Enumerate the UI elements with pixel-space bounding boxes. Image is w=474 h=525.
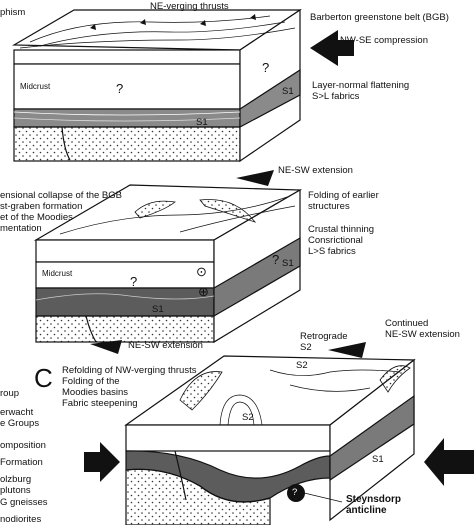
panel-a-compression-label: NW-SE compression bbox=[340, 35, 428, 46]
legend-item: G gneisses bbox=[0, 497, 48, 508]
panel-a-midcrust-band bbox=[13, 63, 241, 110]
panel-a-thrust-lines bbox=[13, 15, 296, 161]
panel-c-fold-lines bbox=[174, 369, 401, 501]
panel-c-refolding-label: Refolding of NW-verging thrusts Folding … bbox=[62, 365, 197, 409]
panel-a-flattening-label: Layer-normal flattening S>L fabrics bbox=[312, 80, 410, 102]
panel-a-bgb-label: Barberton greenstone belt (BGB) bbox=[310, 12, 449, 23]
panel-b-front-upper bbox=[35, 239, 215, 263]
panel-b-folding-label: Folding of earlier structures bbox=[308, 190, 379, 212]
extension-arrow-b-top bbox=[236, 170, 274, 186]
panel-c-side-dark bbox=[329, 394, 415, 482]
panel-b-into-page-symbol: ⊕ bbox=[198, 284, 209, 299]
compression-arrow-a bbox=[310, 30, 354, 66]
panel-c-s2-middle: S2 bbox=[242, 412, 254, 423]
panel-b-basement bbox=[35, 315, 215, 343]
compression-arrow-c-left bbox=[84, 442, 120, 482]
extension-arrow-b-bottom bbox=[90, 340, 122, 354]
panel-b-basin-1 bbox=[134, 200, 176, 219]
panel-b-collapse-label: ensional collapse of the BGB st-graben f… bbox=[0, 190, 122, 234]
panel-b-extension-bottom-label: NE-SW extension bbox=[128, 340, 203, 351]
panel-b-out-of-page-symbol: ⊙ bbox=[196, 264, 207, 279]
panel-a-basement bbox=[13, 126, 241, 162]
panel-b-s1-front: S1 bbox=[152, 304, 164, 315]
legend-item: roup bbox=[0, 388, 20, 399]
panel-b-question-2: ? bbox=[272, 252, 280, 267]
panel-a-question-1: ? bbox=[116, 81, 124, 96]
panel-b-block bbox=[33, 184, 303, 344]
panel-a-thrusts-label: NE-verging thrusts bbox=[150, 1, 229, 12]
extension-arrow-c-top bbox=[328, 342, 366, 358]
panel-a-midcrust-label: Midcrust bbox=[20, 82, 51, 91]
panel-b-side-dark bbox=[213, 236, 301, 318]
panel-b-s1-side: S1 bbox=[282, 258, 294, 269]
panel-c-front-upper bbox=[125, 424, 331, 452]
panel-c-block bbox=[124, 355, 416, 525]
legend-item: omposition bbox=[0, 440, 46, 451]
panel-c-basement bbox=[125, 468, 271, 525]
panel-a-block bbox=[11, 8, 302, 163]
panel-b-dark-layer bbox=[35, 287, 215, 317]
panel-a-front-upper bbox=[13, 49, 241, 65]
compression-arrow-c-right bbox=[424, 438, 474, 486]
panel-a-s1-side: S1 bbox=[282, 86, 294, 97]
legend-item: Formation bbox=[0, 457, 43, 468]
panel-c-question: ? bbox=[292, 487, 298, 498]
panel-a-thrust-teeth bbox=[90, 14, 256, 30]
legend-item: olzburg bbox=[0, 474, 32, 485]
panel-c-s2-top: S2 bbox=[296, 360, 308, 371]
panel-b-midcrust-label: Midcrust bbox=[42, 269, 73, 278]
panel-c-retrograde-label: Retrograde S2 bbox=[300, 331, 348, 353]
panel-c-question-dot bbox=[287, 484, 305, 502]
panel-c-anticline-label: Steynsdorp anticline bbox=[346, 494, 402, 516]
legend-item: e Groups bbox=[0, 418, 40, 429]
panel-b-basin-2 bbox=[199, 199, 257, 223]
panel-a-fragment-text: phism bbox=[0, 7, 26, 18]
panel-b-thinning-label: Crustal thinning Consrictional L>S fabri… bbox=[308, 224, 375, 257]
panel-c-s1-side: S1 bbox=[372, 454, 384, 465]
panel-c-continued-label: Continued NE-SW extension bbox=[385, 318, 460, 340]
panel-b-midcrust-band bbox=[35, 261, 215, 289]
panel-a-question-2: ? bbox=[262, 60, 270, 75]
anticline-leader bbox=[299, 491, 343, 503]
panel-c-basin-1 bbox=[179, 371, 223, 411]
panel-b-extension-top-label: NE-SW extension bbox=[278, 165, 353, 176]
panel-b-lines bbox=[35, 195, 296, 343]
panel-a-s1-front: S1 bbox=[196, 117, 208, 128]
legend-item: nodiorites bbox=[0, 514, 42, 525]
panel-c-basin-2 bbox=[379, 365, 411, 393]
legend-item: erwacht bbox=[0, 407, 34, 418]
panel-a-side-dark bbox=[239, 68, 301, 128]
panel-c-letter: C bbox=[34, 363, 53, 393]
legend-item: plutons bbox=[0, 485, 31, 496]
panel-b-question-1: ? bbox=[130, 274, 138, 289]
